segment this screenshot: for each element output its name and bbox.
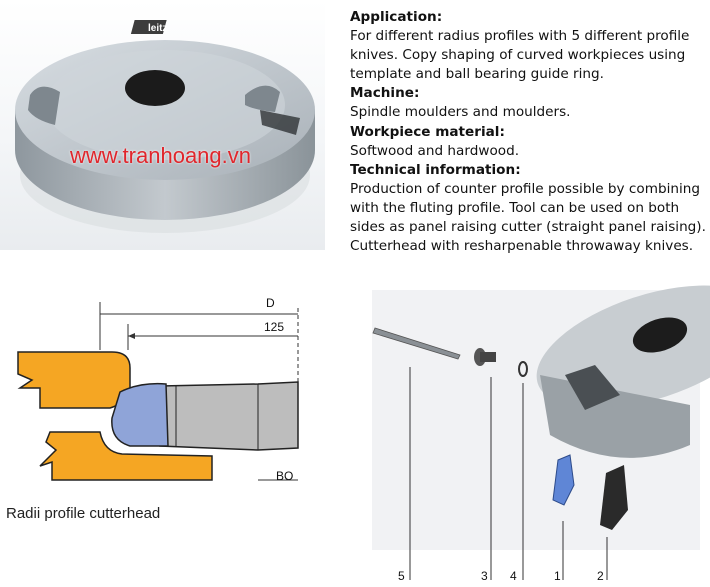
technical-text: Production of counter profile possible b… bbox=[350, 180, 706, 255]
dim-label-d: D bbox=[266, 296, 275, 310]
application-text: For different radius profiles with 5 dif… bbox=[350, 28, 690, 83]
application-heading: Application: bbox=[350, 9, 443, 25]
diagram-caption: Radii profile cutterhead bbox=[6, 505, 161, 522]
workpiece-top bbox=[17, 351, 131, 409]
product-photo: leitz www.tranhoang.vn bbox=[0, 0, 325, 250]
cutter-body bbox=[159, 381, 299, 451]
machine-text: Spindle moulders and moulders. bbox=[350, 104, 571, 121]
part-label-5: 5 bbox=[398, 569, 405, 583]
profile-knife bbox=[111, 382, 169, 447]
screw-part-5 bbox=[372, 327, 461, 360]
dim-label-125: 125 bbox=[264, 320, 285, 334]
exploded-view bbox=[372, 285, 710, 580]
part-label-1: 1 bbox=[554, 569, 561, 583]
washer-part-4 bbox=[518, 361, 528, 377]
cutterhead-render: leitz bbox=[15, 20, 315, 233]
knife-part-1 bbox=[552, 454, 575, 506]
workpiece-bottom bbox=[39, 431, 213, 481]
machine-heading: Machine: bbox=[350, 85, 420, 102]
technical-heading: Technical information: bbox=[350, 161, 521, 178]
workpiece-text: Softwood and hardwood. bbox=[350, 142, 520, 159]
description: Application: For different radius profil… bbox=[350, 8, 710, 256]
profile-diagram bbox=[17, 302, 299, 481]
part-label-2: 2 bbox=[597, 569, 604, 583]
dim-label-bo: BO bbox=[276, 469, 294, 483]
clamp-part-2 bbox=[600, 465, 628, 530]
brand-logo: leitz bbox=[148, 23, 167, 34]
workpiece-heading: Workpiece material: bbox=[350, 123, 505, 140]
part-label-3: 3 bbox=[481, 569, 488, 583]
part-label-4: 4 bbox=[510, 569, 517, 583]
watermark: www.tranhoang.vn bbox=[70, 143, 251, 168]
